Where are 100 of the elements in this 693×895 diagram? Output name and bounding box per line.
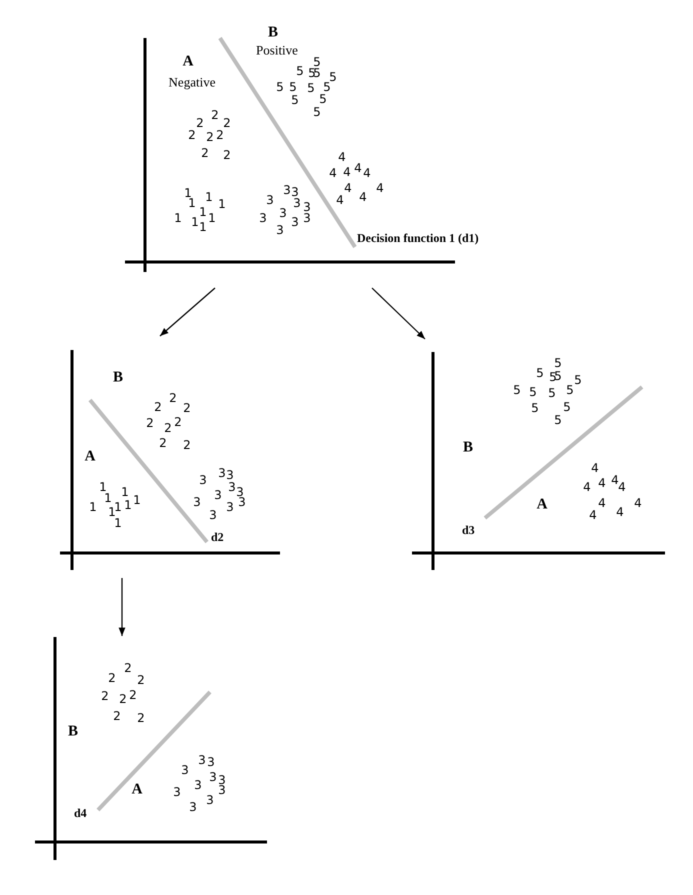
data-point-digit: 3 xyxy=(199,474,207,486)
data-point-digit: 5 xyxy=(319,93,327,105)
data-point-digit: 3 xyxy=(291,186,299,198)
region-label: B xyxy=(68,724,78,740)
data-point-digit: 1 xyxy=(205,191,213,203)
data-point-digit: 3 xyxy=(238,496,246,508)
data-point-digit: 4 xyxy=(616,506,624,518)
data-point-digit: 3 xyxy=(198,754,206,766)
data-point-digit: 3 xyxy=(189,801,197,813)
data-point-digit: 2 xyxy=(108,672,116,684)
data-point-digit: 5 xyxy=(529,386,537,398)
data-point-digit: 1 xyxy=(174,212,182,224)
decision-function-label: d4 xyxy=(74,807,87,819)
data-point-digit: 5 xyxy=(554,414,562,426)
data-point-digit: 1 xyxy=(218,198,226,210)
data-point-digit: 5 xyxy=(548,387,556,399)
data-point-digit: 1 xyxy=(191,216,199,228)
data-point-digit: 3 xyxy=(228,481,236,493)
region-label: B xyxy=(463,440,473,456)
data-point-digit: 1 xyxy=(133,494,141,506)
data-point-digit: 2 xyxy=(174,416,182,428)
region-label: B xyxy=(268,26,278,40)
data-point-digit: 3 xyxy=(194,779,202,791)
data-point-digit: 2 xyxy=(137,674,145,686)
data-point-digit: 5 xyxy=(554,370,562,382)
class-label: Positive xyxy=(256,44,298,56)
decision-function-label: d3 xyxy=(462,524,475,536)
region-label: A xyxy=(132,782,142,798)
region-label: A xyxy=(536,498,548,512)
data-point-digit: 5 xyxy=(536,367,544,379)
data-point-digit: 3 xyxy=(209,509,217,521)
data-point-digit: 2 xyxy=(146,417,154,429)
data-point-digit: 2 xyxy=(101,690,109,702)
data-point-digit: 4 xyxy=(634,497,642,509)
data-point-digit: 3 xyxy=(291,216,299,228)
data-point-digit: 5 xyxy=(574,374,582,386)
region-label: A xyxy=(182,54,194,70)
data-point-digit: 4 xyxy=(354,162,362,174)
arrow xyxy=(118,578,126,636)
data-point-digit: 3 xyxy=(303,212,311,224)
data-point-digit: 3 xyxy=(266,194,274,206)
data-point-digit: 4 xyxy=(329,167,337,179)
data-point-digit: 3 xyxy=(226,469,234,481)
data-point-digit: 2 xyxy=(169,392,177,404)
data-point-digit: 5 xyxy=(296,65,304,77)
data-point-digit: 4 xyxy=(359,191,367,203)
data-point-digit: 2 xyxy=(201,147,209,159)
data-point-digit: 3 xyxy=(279,207,287,219)
data-point-digit: 4 xyxy=(598,497,606,509)
data-point-digit: 1 xyxy=(121,486,129,498)
data-point-digit: 5 xyxy=(308,67,316,79)
data-point-digit: 2 xyxy=(188,129,196,141)
data-point-digit: 4 xyxy=(338,151,346,163)
data-point-digit: 5 xyxy=(313,67,321,79)
data-point-digit: 3 xyxy=(276,224,284,236)
data-point-digit: 4 xyxy=(343,166,351,178)
data-point-digit: 5 xyxy=(289,81,297,93)
data-point-digit: 5 xyxy=(313,106,321,118)
data-point-digit: 3 xyxy=(173,786,181,798)
data-point-digit: 2 xyxy=(137,712,145,724)
data-point-digit: 3 xyxy=(181,764,189,776)
data-point-digit: 5 xyxy=(291,94,299,106)
data-point-digit: 2 xyxy=(196,117,204,129)
data-point-digit: 3 xyxy=(193,496,201,508)
data-point-digit: 1 xyxy=(124,499,132,511)
arrow xyxy=(160,288,216,336)
data-point-digit: 3 xyxy=(303,201,311,213)
data-point-digit: 1 xyxy=(199,206,207,218)
data-point-digit: 3 xyxy=(283,184,291,196)
data-point-digit: 1 xyxy=(89,501,97,513)
data-point-digit: 2 xyxy=(183,402,191,414)
data-point-digit: 1 xyxy=(184,187,192,199)
data-point-digit: 4 xyxy=(583,481,591,493)
data-point-digit: 1 xyxy=(108,506,116,518)
data-point-digit: 1 xyxy=(188,197,196,209)
data-point-digit: 4 xyxy=(591,462,599,474)
data-point-digit: 3 xyxy=(226,501,234,513)
data-point-digit: 2 xyxy=(124,662,132,674)
data-point-digit: 4 xyxy=(611,474,619,486)
data-point-digit: 3 xyxy=(293,197,301,209)
data-point-digit: 1 xyxy=(114,517,122,529)
data-point-digit: 3 xyxy=(209,771,217,783)
data-point-digit: 5 xyxy=(549,371,557,383)
data-point-digit: 5 xyxy=(563,401,571,413)
data-point-digit: 3 xyxy=(214,489,222,501)
data-point-digit: 5 xyxy=(276,81,284,93)
data-point-digit: 2 xyxy=(223,149,231,161)
data-point-digit: 2 xyxy=(159,437,167,449)
region-label: B xyxy=(113,370,123,386)
data-point-digit: 2 xyxy=(113,710,121,722)
data-point-digit: 2 xyxy=(183,439,191,451)
data-point-digit: 2 xyxy=(129,689,137,701)
data-point-digit: 5 xyxy=(554,357,562,369)
data-point-digit: 5 xyxy=(323,81,331,93)
data-point-digit: 4 xyxy=(344,182,352,194)
data-point-digit: 3 xyxy=(218,784,226,796)
class-label: Negative xyxy=(168,76,216,88)
data-point-digit: 4 xyxy=(618,481,626,493)
data-point-digit: 2 xyxy=(164,422,172,434)
data-point-digit: 1 xyxy=(208,212,216,224)
